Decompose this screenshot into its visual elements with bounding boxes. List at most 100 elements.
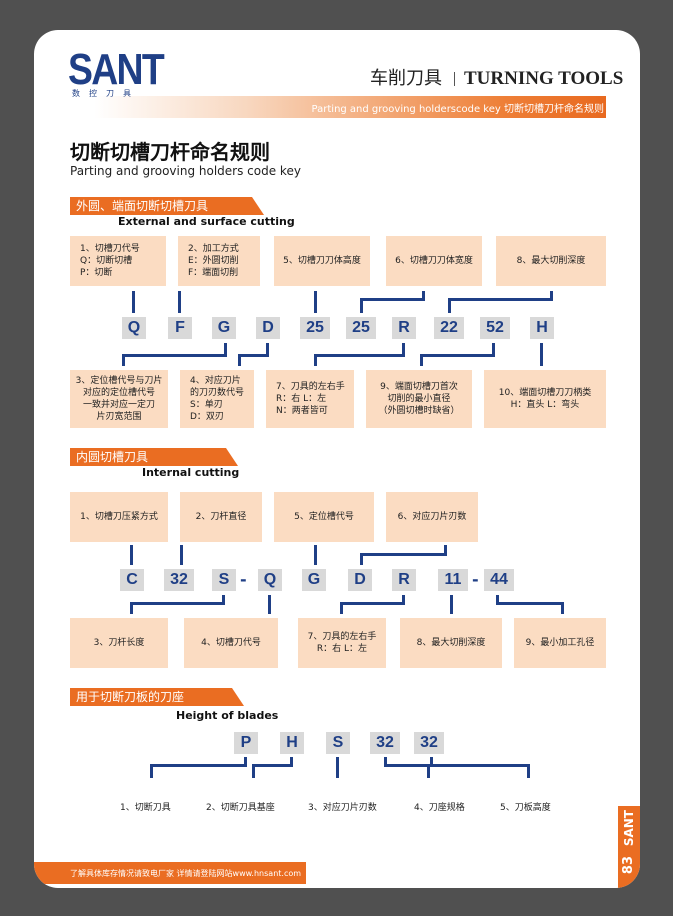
s1-connector (420, 354, 495, 357)
s2-code: R (392, 569, 416, 591)
s2-code: 11 (438, 569, 468, 591)
s3-connector (384, 764, 430, 767)
s2-connector (340, 602, 343, 614)
s2-code: 32 (164, 569, 194, 591)
brand-logo: SANT (68, 45, 165, 94)
s2-code: S (212, 569, 236, 591)
s1-bottom-box-3: 3、定位槽代号与刀片 对应的定位槽代号 一致并对应一定刀 片刃宽范围 (70, 370, 168, 428)
s2-connector (444, 545, 447, 555)
s1-connector (224, 343, 227, 356)
s3-connector (252, 764, 293, 767)
s1-connector (492, 343, 495, 356)
s3-code: S (326, 732, 350, 754)
s2-code: C (120, 569, 144, 591)
s1-bottom-box-7: 7、刀具的左右手 R：右 L：左 N：两者皆可 (266, 370, 354, 428)
s1-code: D (256, 317, 280, 339)
s3-label: 4、刀座规格 (414, 803, 465, 813)
s1-connector (360, 298, 363, 313)
s1-bottom-box-10: 10、端面切槽刀刀柄类 H：直头 L：弯头 (484, 370, 606, 428)
footer-text: 了解具体库存情况请致电厂家 详情请登陆网站www.hnsant.com (70, 869, 302, 878)
page-number: 83 (621, 856, 636, 875)
section2-subtitle: Internal cutting (142, 466, 240, 479)
s2-connector (340, 602, 405, 605)
s2-bottom-box-4: 4、切槽刀代号 (184, 618, 278, 668)
s1-connector (266, 343, 269, 356)
s3-connector (336, 757, 339, 778)
s1-connector (448, 298, 451, 313)
s3-label: 2、切断刀具基座 (206, 803, 275, 813)
s2-code: 44 (484, 569, 514, 591)
s3-connector (150, 764, 247, 767)
s1-connector (122, 354, 125, 366)
section3-tab: 用于切断刀板的刀座 (70, 688, 244, 706)
s2-connector (130, 602, 225, 605)
s2-connector (496, 595, 499, 604)
s3-connector (430, 757, 433, 767)
s1-top-box-6: 6、切槽刀刀体宽度 (386, 236, 482, 286)
s1-code: R (392, 317, 416, 339)
s3-connector (384, 757, 387, 767)
s1-connector (238, 354, 269, 357)
section1-subtitle: External and surface cutting (118, 215, 295, 228)
s1-connector (550, 291, 553, 300)
page-title: 切断切槽刀杆命名规则 (70, 140, 270, 164)
side-brand: SANT (622, 810, 636, 847)
s1-code: 25 (300, 317, 330, 339)
s1-connector (314, 291, 317, 313)
s1-connector (122, 354, 227, 357)
s3-code: 32 (370, 732, 400, 754)
brand-logo-subtitle: 数控刀具 (72, 89, 140, 98)
s1-top-box-5: 5、切槽刀刀体高度 (274, 236, 370, 286)
s2-code: Q (258, 569, 282, 591)
s3-connector (252, 764, 255, 778)
s1-code: 52 (480, 317, 510, 339)
s1-code: F (168, 317, 192, 339)
side-tab (618, 806, 640, 888)
s2-connector (496, 602, 564, 605)
s2-code: G (302, 569, 326, 591)
s3-label: 3、对应刀片刃数 (308, 803, 377, 813)
s3-code: 32 (414, 732, 444, 754)
s1-code: 22 (434, 317, 464, 339)
s3-connector (150, 764, 153, 778)
s2-connector (360, 553, 447, 556)
s2-connector (130, 545, 133, 565)
s3-code: H (280, 732, 304, 754)
s2-connector (360, 553, 363, 565)
s1-code: G (212, 317, 236, 339)
s2-code-dash: - (472, 570, 479, 589)
s1-connector (314, 354, 405, 357)
s2-code-dash: - (240, 570, 247, 589)
s3-label: 5、刀板高度 (500, 803, 551, 813)
s1-connector (448, 298, 553, 301)
s1-bottom-box-9: 9、端面切槽刀首次 切削的最小直径 （外圆切槽时缺省） (366, 370, 472, 428)
s1-connector (360, 298, 425, 301)
header-title-cn: 车削刀具 (370, 68, 442, 89)
s1-connector (420, 354, 423, 366)
s1-connector (178, 291, 181, 313)
s3-connector (290, 757, 293, 767)
s2-connector (222, 595, 225, 604)
section1-tab: 外圆、端面切断切槽刀具 (70, 197, 264, 215)
section2-tab: 内圆切槽刀具 (70, 448, 238, 466)
s2-bottom-box-8: 8、最大切削深度 (400, 618, 502, 668)
s3-connector (430, 764, 530, 767)
s2-connector (402, 595, 405, 604)
s1-top-box-1: 1、切槽刀代号 Q：切断切槽 P：切断 (70, 236, 166, 286)
s1-top-box-2: 2、加工方式 E：外圆切削 F：端面切削 (178, 236, 260, 286)
s1-code: Q (122, 317, 146, 339)
s2-bottom-box-3: 3、刀杆长度 (70, 618, 168, 668)
s2-top-box-6: 6、对应刀片刃数 (386, 492, 478, 542)
header-banner-text: Parting and grooving holderscode key 切断切… (311, 104, 604, 115)
catalog-page: SANT 数控刀具 车削刀具 TURNING TOOLS Parting and… (34, 30, 640, 888)
s1-connector (132, 291, 135, 313)
s3-connector (244, 757, 247, 767)
s1-connector (402, 343, 405, 356)
s2-connector (180, 545, 183, 565)
s2-bottom-box-7: 7、刀具的左右手 R：右 L：左 (298, 618, 386, 668)
s1-connector (540, 343, 543, 366)
s3-code: P (234, 732, 258, 754)
s2-top-box-5: 5、定位槽代号 (274, 492, 374, 542)
s1-top-box-8: 8、最大切削深度 (496, 236, 606, 286)
s1-code: H (530, 317, 554, 339)
